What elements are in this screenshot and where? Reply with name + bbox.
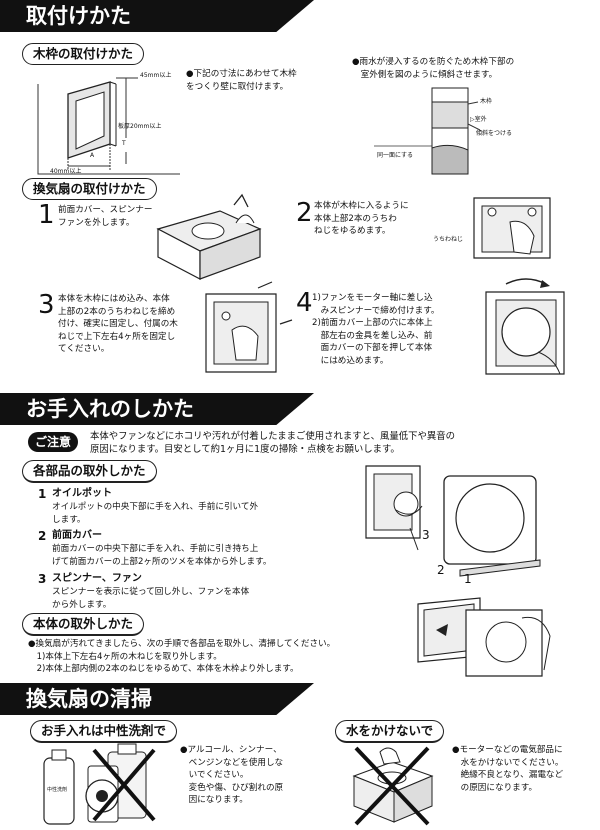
no-water-text: ●モーターなどの電気部品に 水をかけないでください。 絶縁不良となり、漏電など … (452, 745, 564, 793)
step-text-4: 1)ファンをモーター軸に差し込 みスピンナーで締め付けます。 2)前面カバー上部… (312, 293, 440, 366)
dim-t: T (122, 140, 126, 147)
dim-45mm: 45mm以上 (140, 72, 172, 79)
part-text-3: スピンナーを表示に従って回し外し、ファンを本体 から外します。 (52, 587, 250, 610)
heading-body-removal: 本体の取外しかた (22, 613, 145, 636)
parts-exploded-illustration (352, 460, 552, 580)
dim-a: A (90, 152, 95, 159)
heading-wood-frame: 木枠の取付けかた (22, 43, 145, 65)
heading-neutral-detergent: お手入れは中性洗剤で (30, 720, 178, 743)
step-text-2: 本体が木枠に入るように 本体上部2本のうちわ ねじをゆるめます。 (314, 201, 409, 236)
wood-frame-illustration (30, 66, 190, 178)
part-title-1: オイルポット (52, 488, 112, 499)
slope-illustration (370, 86, 520, 176)
bullet: ● (186, 69, 194, 79)
part-title-2: 前面カバー (52, 530, 102, 541)
body-removal-illustration (410, 590, 560, 682)
step2-illustration (460, 192, 560, 264)
step-number-4: 4 (296, 288, 313, 318)
step-number-3: 3 (38, 290, 55, 320)
part-text-2: 前面カバーの中央下部に手を入れ、手前に引き持ち上 げて前面カバーの上部2ヶ所のツ… (52, 544, 272, 567)
step1-illustration (150, 193, 270, 281)
wood-frame-text: ●下記の寸法にあわせて木枠 をつくり壁に取付けます。 (186, 68, 297, 93)
wood-frame-text-body: 下記の寸法にあわせて木枠 をつくり壁に取付けます。 (186, 69, 297, 92)
step-number-2: 2 (296, 198, 313, 228)
caution-badge: ご注意 (28, 432, 79, 452)
part-number-2: 2 (38, 529, 47, 543)
body-removal-text: ●換気扇が汚れてきましたら、次の手順で各部品を取外し、清掃してください。 1)本… (28, 639, 336, 674)
fig-label-2: 2 (437, 563, 445, 577)
heading-parts-removal: 各部品の取外しかた (22, 460, 157, 483)
section-title-care: お手入れのしかた (0, 393, 314, 425)
label-slope: 傾斜をつける (476, 130, 513, 137)
heading-no-water: 水をかけないで (335, 720, 445, 743)
part-number-1: 1 (38, 487, 47, 501)
fig-label-3: 3 (422, 528, 430, 542)
fig-label-1: 1 (464, 572, 472, 586)
heading-fan-install: 換気扇の取付けかた (22, 178, 157, 200)
part-text-1: オイルポットの中央下部に手を入れ、手前に引いて外 します。 (52, 502, 259, 525)
neutral-detergent-text: ●アルコール、シンナー、 ベンジンなどを使用しな いでください。 変色や傷、ひび… (180, 745, 284, 805)
step4-illustration (476, 270, 576, 378)
no-water-illustration (344, 742, 440, 828)
dim-20mm: 板厚20mm以上 (118, 123, 162, 130)
step-number-1: 1 (38, 200, 55, 230)
label-wood: 木枠 (480, 98, 493, 105)
caution-text: 本体やファンなどにホコリや汚れが付着したままご使用されますと、風量低下や異音の … (90, 431, 455, 455)
step-text-1: 前面カバー、スピンナー ファンを外します。 (58, 205, 153, 228)
rain-text: ●雨水が浸入するのを防ぐため木枠下部の 室外側を図のように傾斜させます。 (352, 57, 515, 80)
part-number-3: 3 (38, 572, 47, 586)
part-title-3: スピンナー、ファン (52, 573, 142, 584)
bottle-label: 中性洗剤 (47, 787, 68, 793)
step3-illustration (196, 280, 296, 380)
label-uchiwa: うちわねじ (433, 236, 464, 243)
section-title-clean: 換気扇の清掃 (0, 683, 314, 715)
detergent-illustration (38, 742, 162, 828)
dim-40mm: 40mm以上 (50, 168, 82, 175)
label-outside: ▷室外 (470, 116, 487, 123)
section-title-install: 取付けかた (0, 0, 314, 32)
step-text-3: 本体を木枠にはめ込み、本体 上部の2本のうちわねじを締め 付け、確実に固定し、付… (58, 294, 178, 354)
label-flush: 同一面にする (377, 152, 414, 159)
